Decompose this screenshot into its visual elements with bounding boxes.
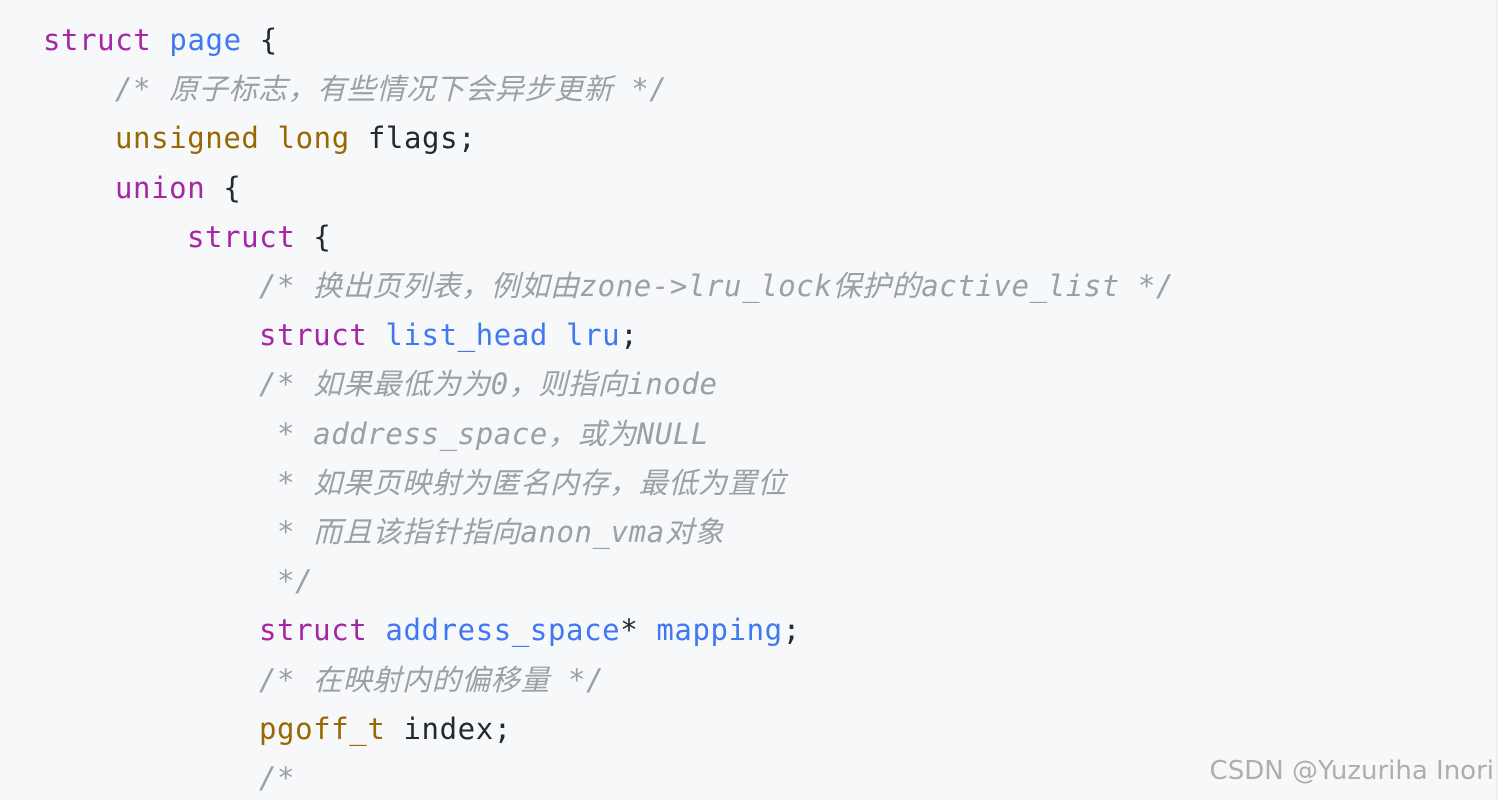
code-token-ident: address_space [385,613,621,648]
code-token-comment: /* [259,761,296,795]
code-token-type: pgoff_t [259,711,386,746]
code-line: /* 原子标志，有些情况下会异步更新 */ [115,65,667,114]
code-token-plain: ; [620,318,639,353]
code-token-ident: lru [566,318,621,353]
code-line: * address_space，或为NULL [259,410,709,459]
code-token-comment: /* 如果最低为为0，则指向inode [259,367,718,402]
code-line: * 而且该指针指向anon_vma对象 [259,508,724,557]
code-line: pgoff_t index; [259,705,512,754]
code-token-plain [548,318,566,352]
code-token-comment: */ [259,564,314,599]
code-token-plain [259,121,277,155]
code-line: struct page { [43,16,278,65]
code-token-plain: * [620,613,657,648]
code-line: /* 换出页列表，例如由zone->lru_lock保护的active_list… [259,262,1174,311]
code-line: struct { [187,213,331,262]
code-token-comment: * 如果页映射为匿名内存，最低为置位 [259,465,787,500]
code-token-comment: /* 原子标志，有些情况下会异步更新 */ [115,72,668,107]
code-token-comment: /* 在映射内的偏移量 */ [259,662,605,697]
code-token-plain: { [205,170,242,205]
code-token-ident: page [169,23,242,57]
code-line: /* [259,754,295,800]
code-token-ident: mapping [656,613,783,648]
watermark: CSDN @Yuzuriha Inori [1209,756,1494,786]
code-token-keyword: union [115,170,206,205]
code-token-plain: ; [782,613,801,648]
code-token-plain: flags; [349,121,477,156]
code-token-type: unsigned [115,121,260,156]
code-line: * 如果页映射为匿名内存，最低为置位 [259,459,787,508]
code-line: struct list_head lru; [259,311,638,360]
code-token-plain [367,318,385,352]
code-token-keyword: struct [43,23,152,57]
code-line: union { [115,164,241,213]
code-token-comment: * address_space，或为NULL [259,416,709,451]
code-token-plain: { [241,23,278,57]
code-token-plain [151,23,169,57]
code-line: struct address_space* mapping; [259,606,801,655]
code-token-comment: * 而且该指针指向anon_vma对象 [259,515,725,549]
code-token-plain: index; [385,711,512,746]
code-line: /* 如果最低为为0，则指向inode [259,360,718,409]
code-token-comment: /* 换出页列表，例如由zone->lru_lock保护的active_list… [259,269,1175,303]
code-token-keyword: struct [259,613,368,648]
code-token-keyword: struct [259,318,368,353]
scroll-edge [1496,0,1498,800]
code-token-ident: list_head [385,318,548,353]
code-line: */ [259,557,313,606]
code-line: unsigned long flags; [115,114,476,163]
code-token-type: long [277,121,350,156]
code-token-plain: { [295,219,332,254]
code-token-plain [367,613,385,647]
code-token-keyword: struct [187,219,296,254]
code-line: /* 在映射内的偏移量 */ [259,656,604,705]
